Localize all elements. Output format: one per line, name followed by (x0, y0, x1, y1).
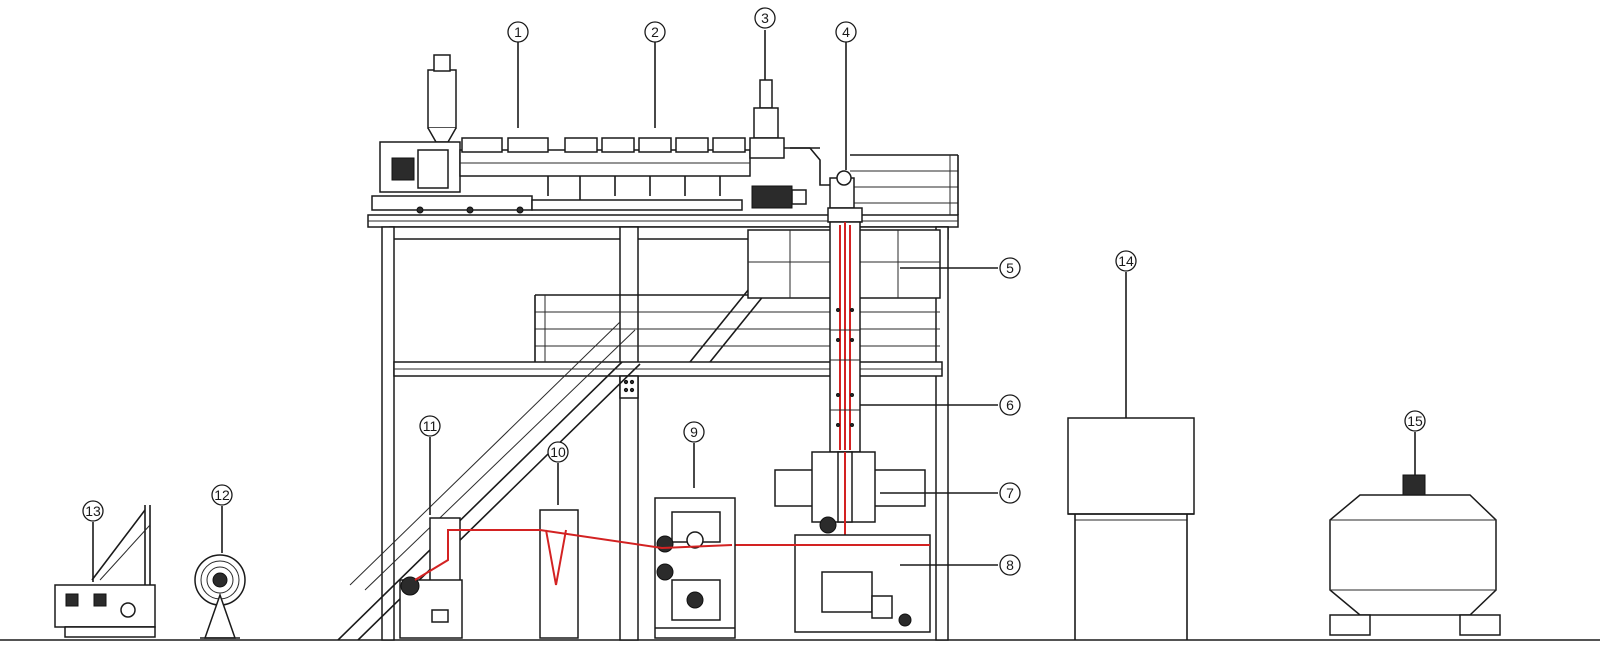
callout-8: 8 (999, 554, 1021, 576)
tension-stand (539, 509, 579, 639)
callout-3: 3 (754, 7, 776, 29)
spinning-tower (747, 221, 941, 453)
drawing-unit (774, 451, 926, 540)
callout-3-label: 3 (761, 10, 769, 26)
callout-11-label: 11 (423, 418, 438, 434)
callout-2-label: 2 (651, 24, 659, 40)
callout-13-label: 13 (85, 503, 101, 519)
callout-10-label: 10 (550, 444, 566, 460)
callout-10: 10 (547, 441, 569, 463)
callout-15-label: 15 (1407, 413, 1423, 429)
callout-2: 2 (644, 21, 666, 43)
slitting-machine (54, 505, 156, 638)
fabric-roll (194, 554, 246, 639)
callout-leaders (92, 30, 1416, 582)
callout-14: 14 (1115, 250, 1137, 272)
screen-changer (749, 79, 820, 159)
callout-8-label: 8 (1006, 557, 1014, 573)
callout-14-label: 14 (1118, 253, 1134, 269)
callout-4-label: 4 (842, 24, 850, 40)
forming-machine (730, 534, 931, 633)
callout-9: 9 (683, 421, 705, 443)
callout-6-label: 6 (1006, 397, 1014, 413)
calender (654, 497, 736, 639)
control-cabinet (1067, 417, 1195, 640)
callout-12-label: 12 (214, 487, 230, 503)
callout-12: 12 (211, 484, 233, 506)
callout-5: 5 (999, 257, 1021, 279)
callout-13: 13 (82, 500, 104, 522)
callout-9-label: 9 (690, 424, 698, 440)
callout-5-label: 5 (1006, 260, 1014, 276)
callout-4: 4 (835, 21, 857, 43)
storage-tank (1329, 474, 1501, 636)
callout-1: 1 (507, 21, 529, 43)
callout-7-label: 7 (1006, 485, 1014, 501)
callout-6: 6 (999, 394, 1021, 416)
extruder (371, 54, 751, 214)
winder (399, 517, 733, 639)
callout-1-label: 1 (514, 24, 522, 40)
callout-11: 11 (419, 415, 441, 437)
callout-7: 7 (999, 482, 1021, 504)
callout-15: 15 (1404, 410, 1426, 432)
metering-pump (751, 147, 863, 223)
